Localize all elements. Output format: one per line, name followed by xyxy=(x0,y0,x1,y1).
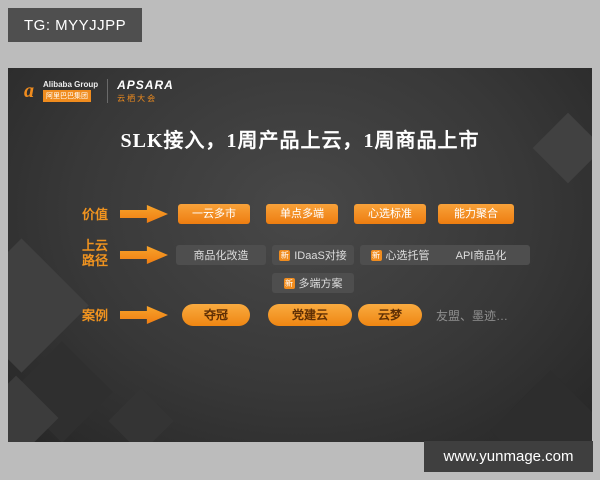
more-cases-text: 友盟、墨迹… xyxy=(436,309,509,323)
row-label-cases: 案例 xyxy=(81,308,108,323)
top-watermark: TG: MYYJJPP xyxy=(8,8,143,42)
new-badge: 新 xyxy=(279,249,291,261)
apsara-logo: APSARA 云栖大会 xyxy=(117,78,174,104)
case-pill: 云梦 xyxy=(358,304,422,326)
path-chip-text: 多端方案 xyxy=(298,278,343,290)
path-chip: 商品化改造 xyxy=(176,245,266,265)
case-pill: 党建云 xyxy=(268,304,352,326)
flow-arrow-icon xyxy=(120,205,168,223)
row-label-value: 价值 xyxy=(81,207,108,222)
new-badge: 新 xyxy=(283,277,295,289)
row-label-path-line1: 上云 xyxy=(81,238,108,253)
path-chip: 新 心选托管 xyxy=(360,245,440,265)
alibaba-logo-text: Alibaba Group 阿里巴巴集团 xyxy=(43,80,98,102)
case-pill: 夺冠 xyxy=(182,304,250,326)
flow-arrow-icon xyxy=(120,246,168,264)
path-chip-text: IDaaS对接 xyxy=(294,250,347,262)
value-chip: 能力聚合 xyxy=(438,204,514,224)
path-chip-extra: 新 多端方案 xyxy=(272,273,354,293)
path-chip-text: 商品化改造 xyxy=(193,250,249,262)
path-chip: 新 IDaaS对接 xyxy=(272,245,354,265)
alibaba-cn: 阿里巴巴集团 xyxy=(43,90,91,102)
path-chip-text: 心选托管 xyxy=(385,250,430,262)
new-badge: 新 xyxy=(370,249,382,261)
path-chip: API商品化 xyxy=(432,245,530,265)
apsara-cn: 云栖大会 xyxy=(117,94,158,103)
row-label-path-line2: 路径 xyxy=(81,253,108,268)
row-label-path: 上云 路径 xyxy=(66,238,124,268)
apsara-name: APSARA xyxy=(117,78,174,92)
bottom-watermark-text: www.yunmage.com xyxy=(443,448,574,465)
bottom-watermark: www.yunmage.com xyxy=(424,441,593,472)
top-watermark-text: TG: MYYJJPP xyxy=(24,16,127,34)
slide: a Alibaba Group 阿里巴巴集团 APSARA 云栖大会 SLK接入… xyxy=(8,68,592,442)
alibaba-name: Alibaba Group xyxy=(43,80,99,89)
logo-divider xyxy=(107,79,109,103)
alibaba-logo-icon: a xyxy=(24,80,34,102)
path-chip-text: API商品化 xyxy=(455,250,507,262)
value-chip: 单点多端 xyxy=(266,204,338,224)
logo-bar: a Alibaba Group 阿里巴巴集团 APSARA 云栖大会 xyxy=(24,78,174,104)
value-chip: 心选标准 xyxy=(354,204,426,224)
slide-content: a Alibaba Group 阿里巴巴集团 APSARA 云栖大会 SLK接入… xyxy=(8,68,592,442)
flow-arrow-icon xyxy=(120,306,168,324)
value-chip: 一云多市 xyxy=(178,204,250,224)
slide-title: SLK接入，1周产品上云，1周商品上市 xyxy=(120,130,480,152)
